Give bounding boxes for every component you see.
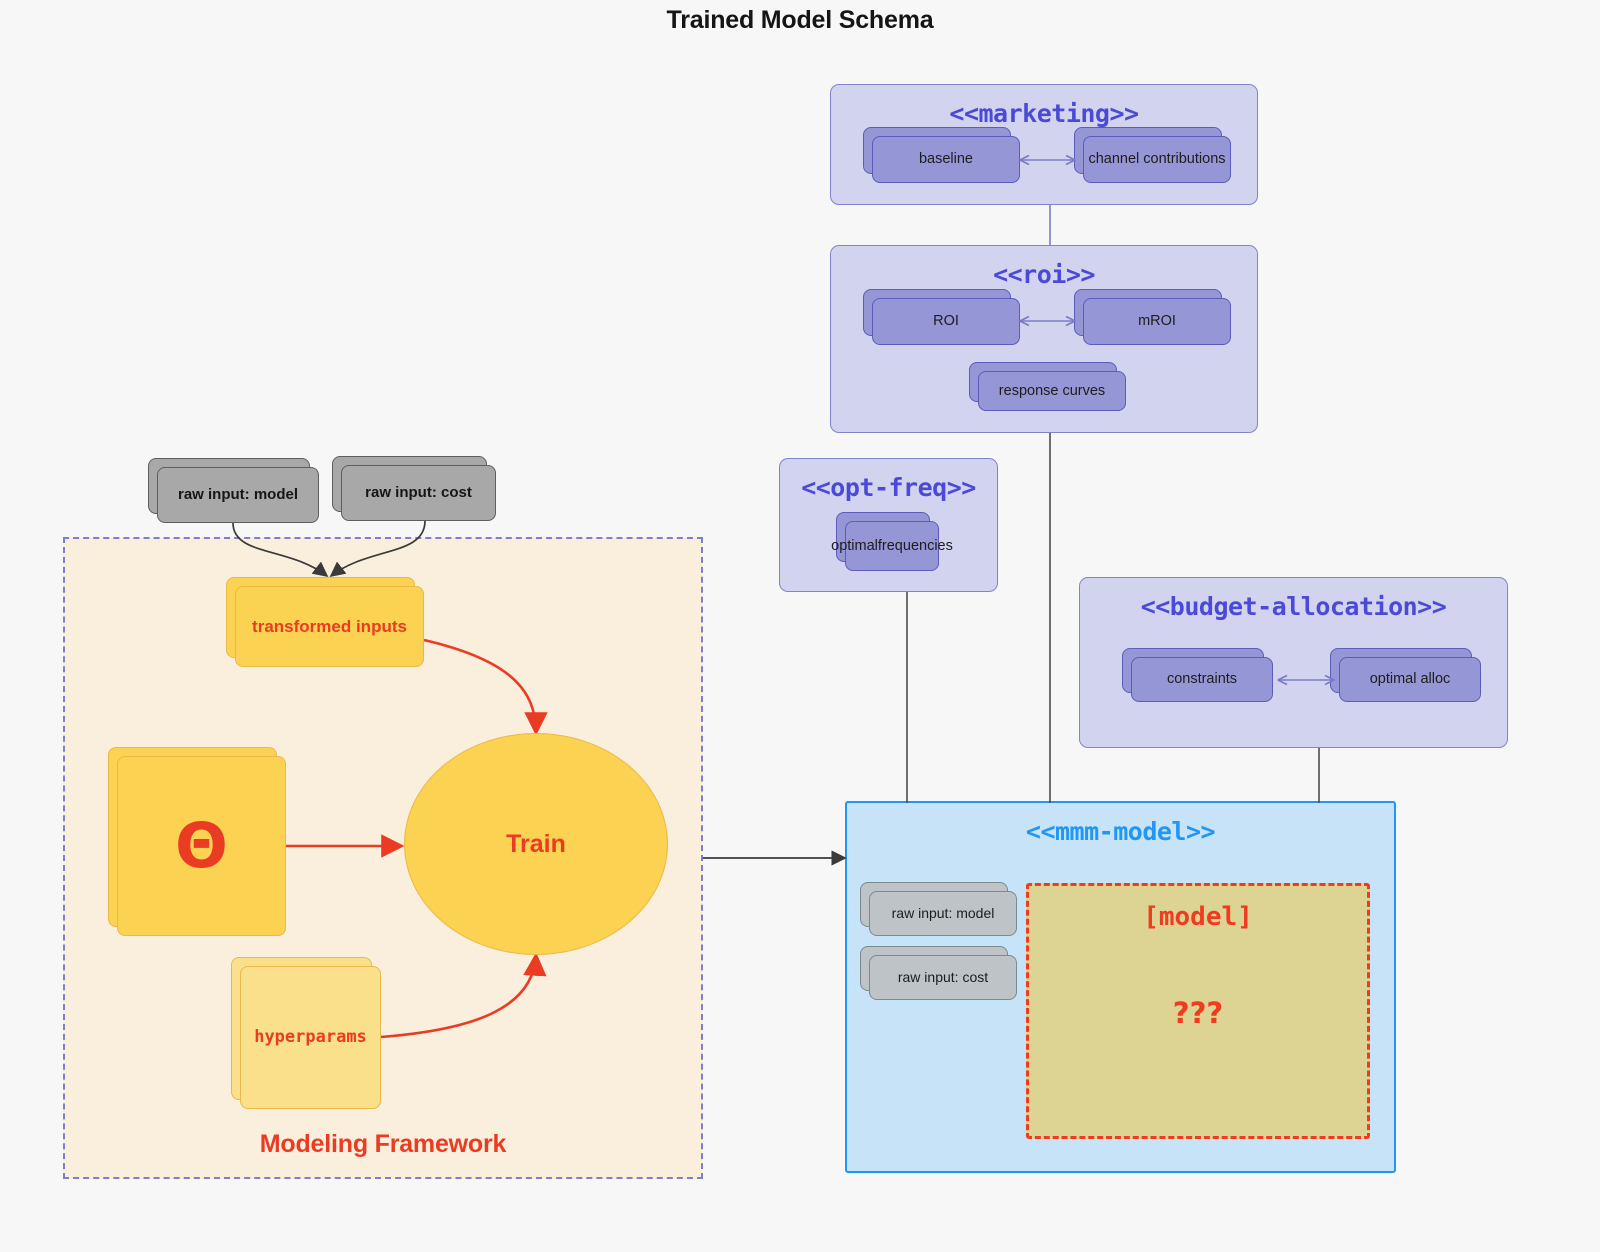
theta-card[interactable]: Θ [108, 747, 286, 936]
node-channel-contributions[interactable]: channel contributions [1074, 127, 1231, 183]
node-mroi-label: mROI [1083, 298, 1231, 345]
node-response-curves[interactable]: response curves [969, 362, 1126, 411]
mmm-raw-input-model-card[interactable]: raw input: model [860, 882, 1017, 936]
node-optimal-frequencies[interactable]: optimal frequencies [831, 512, 953, 571]
node-baseline-label: baseline [872, 136, 1020, 183]
mmm-raw-input-cost-card[interactable]: raw input: cost [860, 946, 1017, 1000]
mmm-raw-input-cost-label: raw input: cost [869, 955, 1017, 1000]
optimal-frequencies-line1: optimal [831, 537, 878, 554]
theta-label: Θ [117, 756, 286, 936]
node-optimal-alloc-label: optimal alloc [1339, 657, 1481, 702]
node-response-curves-label: response curves [978, 371, 1126, 411]
raw-input-cost-label: raw input: cost [341, 465, 496, 521]
package-roi-title: <<roi>> [993, 260, 1095, 289]
node-baseline[interactable]: baseline [863, 127, 1020, 183]
optimal-frequencies-line2: frequencies [877, 537, 953, 554]
node-constraints-label: constraints [1131, 657, 1273, 702]
node-roi[interactable]: ROI [863, 289, 1020, 345]
modeling-framework-label: Modeling Framework [259, 1130, 507, 1158]
hyperparams-card[interactable]: hyperparams [231, 957, 381, 1109]
raw-input-model-label: raw input: model [157, 467, 319, 523]
node-constraints[interactable]: constraints [1122, 648, 1273, 702]
train-label: Train [506, 829, 566, 858]
model-region[interactable]: [model] ??? [1026, 883, 1370, 1139]
hyperparams-label: hyperparams [240, 966, 381, 1109]
raw-input-cost-card[interactable]: raw input: cost [332, 456, 496, 521]
train-ellipse[interactable]: Train [404, 733, 668, 955]
model-region-label: [model] [1143, 902, 1253, 932]
package-opt-freq-title: <<opt-freq>> [801, 473, 976, 502]
node-mroi[interactable]: mROI [1074, 289, 1231, 345]
node-optimal-frequencies-label: optimal frequencies [831, 521, 953, 571]
package-marketing-title: <<marketing>> [949, 99, 1139, 128]
mmm-raw-input-model-label: raw input: model [869, 891, 1017, 936]
node-channel-contributions-label: channel contributions [1083, 136, 1231, 183]
model-region-question: ??? [1172, 996, 1224, 1030]
node-optimal-alloc[interactable]: optimal alloc [1330, 648, 1481, 702]
raw-input-model-card[interactable]: raw input: model [148, 458, 319, 523]
theta-glyph: Θ [175, 809, 228, 882]
package-mmm-model-title: <<mmm-model>> [1025, 817, 1216, 846]
node-roi-label: ROI [872, 298, 1020, 345]
package-budget-allocation-title: <<budget-allocation>> [1140, 592, 1447, 621]
transformed-inputs-card[interactable]: transformed inputs [226, 577, 424, 667]
transformed-inputs-label: transformed inputs [235, 586, 424, 667]
page-title: Trained Model Schema [666, 6, 934, 34]
